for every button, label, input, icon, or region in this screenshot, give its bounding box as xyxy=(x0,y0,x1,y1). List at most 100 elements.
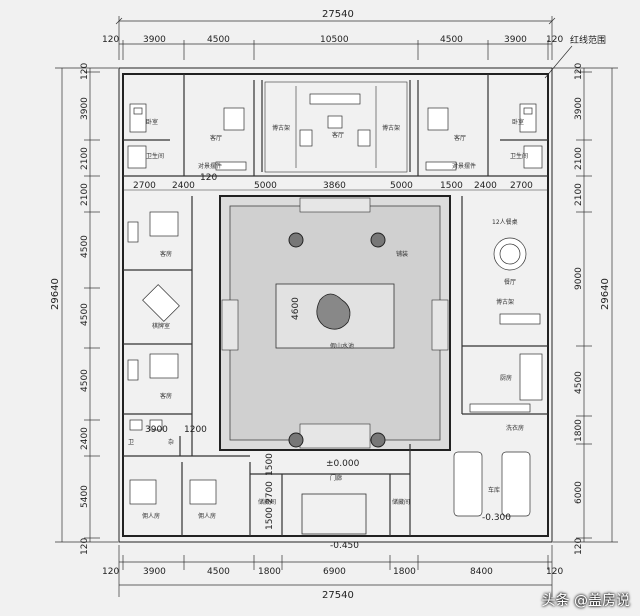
room-garage: 车库 xyxy=(488,486,500,494)
dim-inner-4: 3860 xyxy=(323,181,346,191)
dim-right-seg-1: 3900 xyxy=(574,97,584,120)
dim-right-seg-6: 1800 xyxy=(574,419,584,442)
courtyard xyxy=(219,195,451,451)
east-furniture xyxy=(469,237,543,413)
room-cabinet-l: 对景摆件 xyxy=(198,162,222,170)
room-gate: 门廊 xyxy=(330,474,342,482)
dim-right-total: 29640 xyxy=(600,278,611,310)
south-furniture xyxy=(129,451,531,517)
dim-inner-7: 2400 xyxy=(474,181,497,191)
dim-bot-seg-0: 120 xyxy=(102,567,119,577)
dim-top-seg-1: 3900 xyxy=(143,35,166,45)
dim-left-seg-8: 5400 xyxy=(80,485,90,508)
dim-bot-seg-4: 6900 xyxy=(323,567,346,577)
room-bath-tr: 卫生间 xyxy=(510,152,528,160)
dim-inner-5: 5000 xyxy=(390,181,413,191)
dim-left-seg-7: 2400 xyxy=(80,427,90,450)
dim-left-seg-2: 2100 xyxy=(80,147,90,170)
dim-bottom-total: 27540 xyxy=(322,590,354,601)
left-dimensions xyxy=(55,67,118,543)
dim-left-seg-4: 4500 xyxy=(80,235,90,258)
dim-right-seg-5: 4500 xyxy=(574,371,584,394)
dim-left-seg-9: 120 xyxy=(80,538,90,555)
room-storage: 杂 xyxy=(168,439,174,446)
dim-right-seg-7: 6000 xyxy=(574,481,584,504)
north-wing xyxy=(123,74,548,177)
dim-left-seg-6: 4500 xyxy=(80,369,90,392)
dim-misc-1: 1200 xyxy=(184,425,207,435)
dim-top-seg-6: 120 xyxy=(546,35,563,45)
dim-right-seg-8: 120 xyxy=(574,538,584,555)
dim-top-total: 27540 xyxy=(322,9,354,20)
dim-inner-1: 2400 xyxy=(172,181,195,191)
dim-misc-3: 2700 xyxy=(265,481,275,504)
dim-misc-5: 4600 xyxy=(291,297,301,320)
room-kitchen: 厨房 xyxy=(500,374,512,382)
room-servant1: 佣人房 xyxy=(142,512,160,520)
dim-left-seg-0: 120 xyxy=(80,63,90,80)
dim-left-total: 29640 xyxy=(50,278,61,310)
dim-right-seg-4: 9000 xyxy=(574,267,584,290)
dim-top-seg-2: 4500 xyxy=(207,35,230,45)
room-cabinet-r: 对景摆件 xyxy=(452,162,476,170)
label-paving: 铺装 xyxy=(396,250,408,258)
room-antique-d: 博古架 xyxy=(496,298,514,306)
room-living-l: 客厅 xyxy=(210,134,222,142)
elev-garage: -0.300 xyxy=(482,513,511,523)
west-furniture xyxy=(127,211,180,431)
dim-bot-seg-3: 1800 xyxy=(258,567,281,577)
dim-inner-0: 2700 xyxy=(133,181,156,191)
dim-top-seg-5: 3900 xyxy=(504,35,527,45)
dim-right-seg-2: 2100 xyxy=(574,147,584,170)
dim-misc-2: 1500 xyxy=(265,453,275,476)
dim-misc-0: 3900 xyxy=(145,425,168,435)
dim-left-seg-5: 4500 xyxy=(80,303,90,326)
red-line-label: 红线范围 xyxy=(570,34,606,46)
elev-entry: ±0.000 xyxy=(326,459,360,469)
room-guest1: 客房 xyxy=(160,250,172,258)
room-store1: 储藏间 xyxy=(258,498,276,506)
dim-top-seg-4: 4500 xyxy=(440,35,463,45)
dim-bot-seg-7: 120 xyxy=(546,567,563,577)
dim-bot-seg-1: 3900 xyxy=(143,567,166,577)
elev-gate: -0.450 xyxy=(330,541,359,551)
dim-inner-3: 5000 xyxy=(254,181,277,191)
room-bath-l: 卫 xyxy=(128,439,134,446)
dim-bot-seg-2: 4500 xyxy=(207,567,230,577)
dim-bot-seg-5: 1800 xyxy=(393,567,416,577)
room-antique-r: 博古架 xyxy=(382,124,400,132)
room-chess: 棋牌室 xyxy=(152,322,170,330)
room-guest2: 客房 xyxy=(160,392,172,400)
dim-left-seg-1: 3900 xyxy=(80,97,90,120)
room-bedroom-tr: 卧室 xyxy=(512,118,524,126)
east-wing xyxy=(461,196,548,415)
room-servant2: 佣人房 xyxy=(198,512,216,520)
room-hall: 客厅 xyxy=(332,131,344,139)
dim-top-seg-0: 120 xyxy=(102,35,119,45)
dim-bot-seg-6: 8400 xyxy=(470,567,493,577)
bottom-dimensions xyxy=(118,545,553,597)
dim-inner-2: 120 xyxy=(200,173,217,183)
top-dimensions xyxy=(115,16,556,60)
dim-right-seg-0: 120 xyxy=(574,63,584,80)
room-laundry: 洗衣房 xyxy=(506,424,524,432)
dim-left-seg-3: 2100 xyxy=(80,183,90,206)
dim-inner-6: 1500 xyxy=(440,181,463,191)
room-bedroom-tl: 卧室 xyxy=(146,118,158,126)
room-living-r: 客厅 xyxy=(454,134,466,142)
label-rockery: 假山水池 xyxy=(330,342,354,350)
watermark: 头条 @盖房说 xyxy=(541,593,630,609)
west-wing xyxy=(123,196,250,457)
room-round-table: 12人餐桌 xyxy=(492,218,518,226)
south-wing xyxy=(181,444,411,536)
outer-walls xyxy=(118,67,553,543)
room-store2: 储藏间 xyxy=(392,498,410,506)
dim-inner-8: 2700 xyxy=(510,181,533,191)
room-bath-tl: 卫生间 xyxy=(146,152,164,160)
right-dimensions xyxy=(553,67,618,543)
north-furniture xyxy=(127,93,543,171)
room-antique-l: 博古架 xyxy=(272,124,290,132)
dim-top-seg-3: 10500 xyxy=(320,35,349,45)
